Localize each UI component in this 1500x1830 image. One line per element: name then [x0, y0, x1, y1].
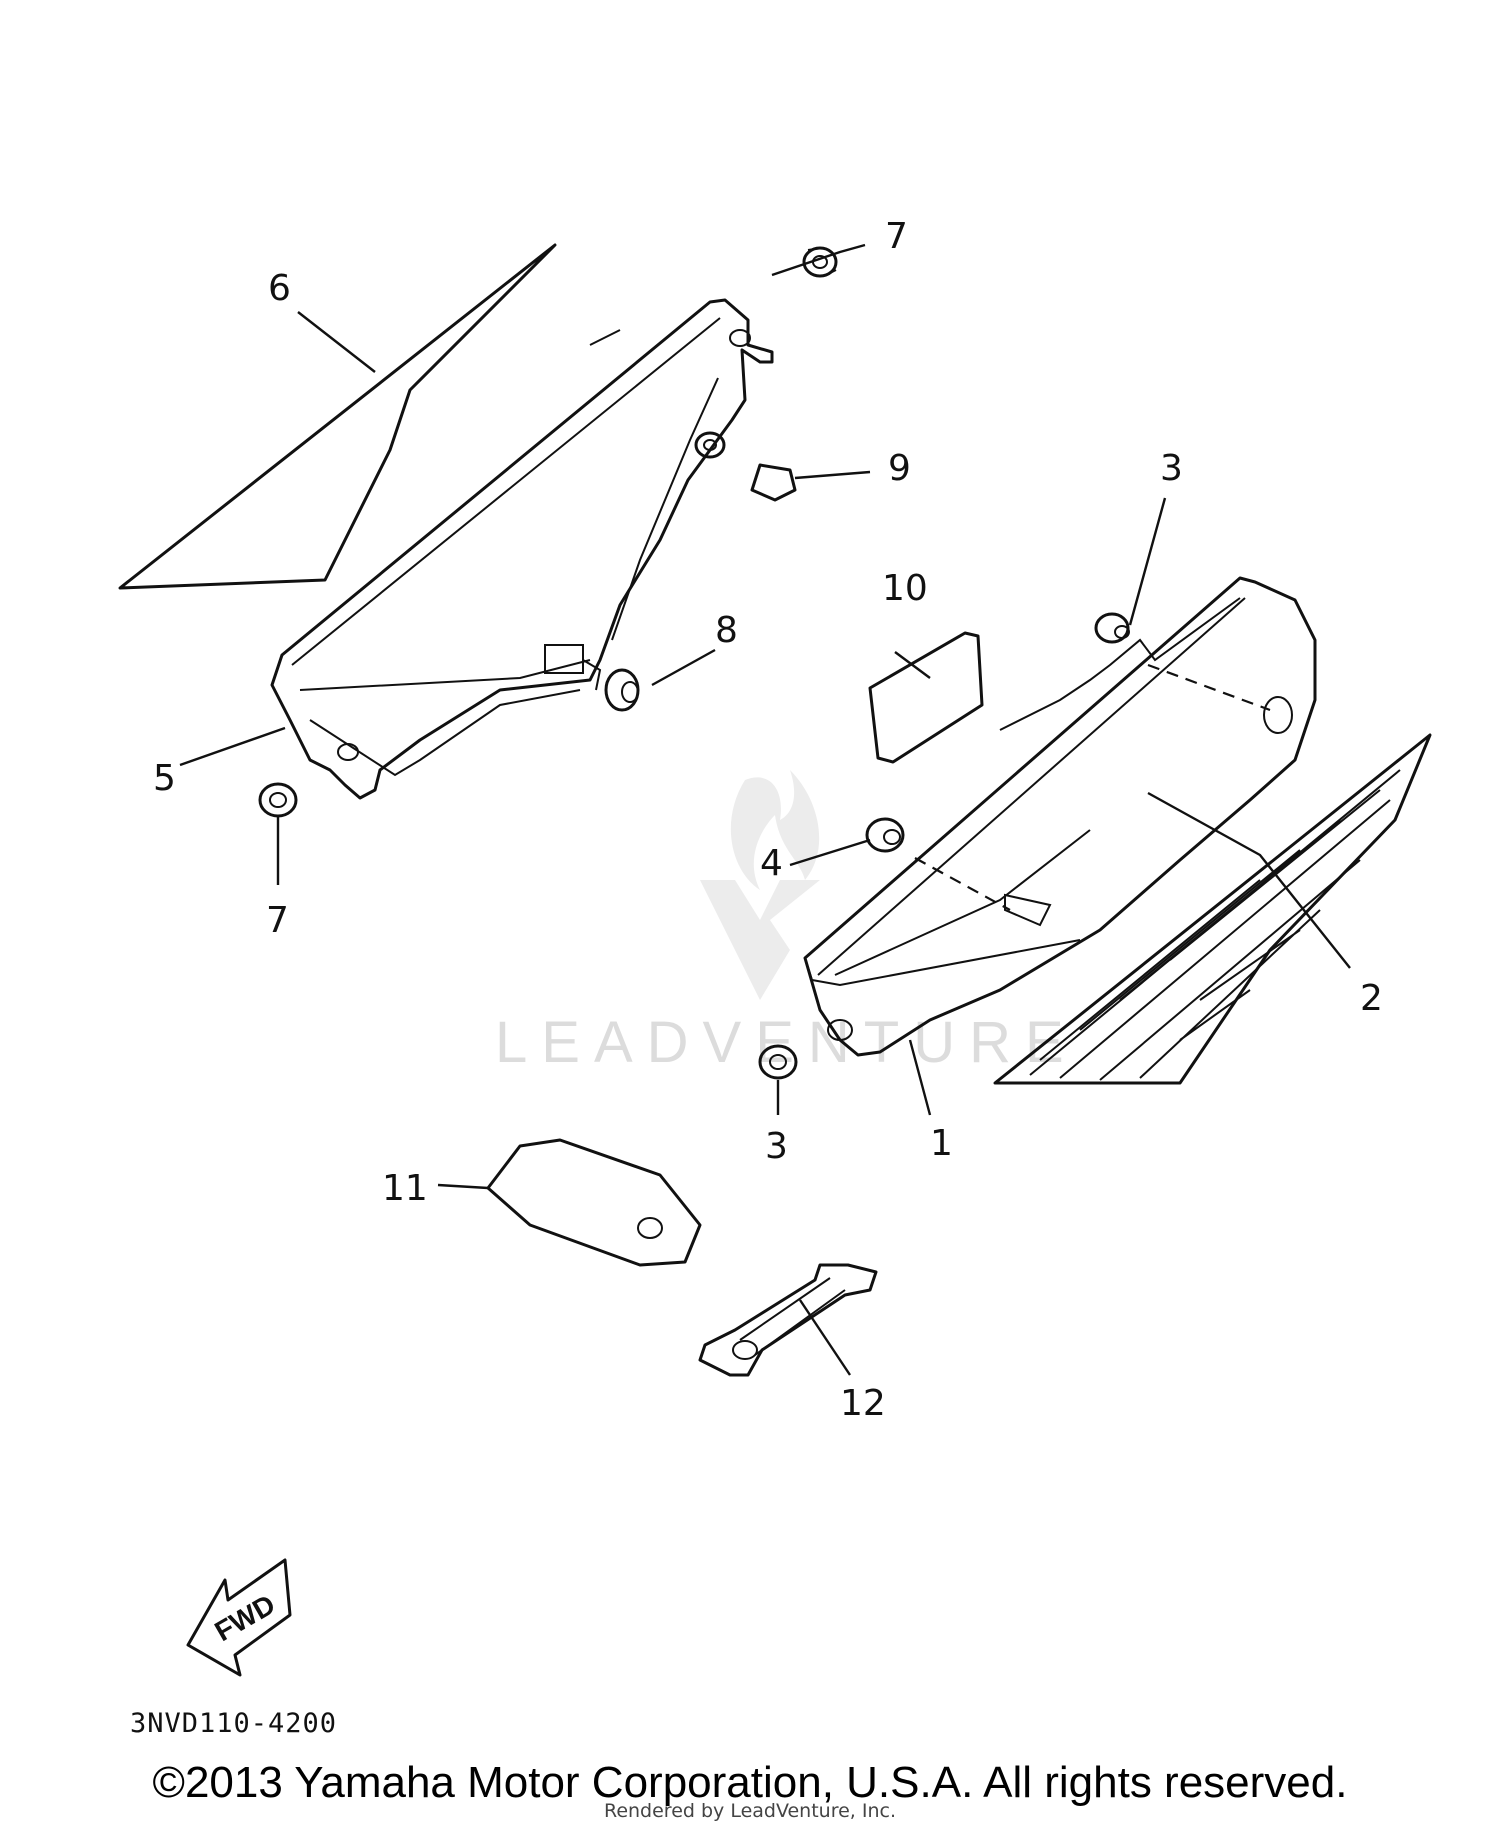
copyright-notice: ©2013 Yamaha Motor Corporation, U.S.A. A…: [152, 1758, 1348, 1807]
part-11-pad: [486, 1138, 702, 1267]
callout-7-bottom: 7: [266, 900, 289, 941]
part-7-grommet-bottom: [258, 782, 298, 818]
callout-7-top: 7: [885, 216, 908, 257]
callout-2: 2: [1360, 978, 1383, 1019]
part-2-emblem: [993, 733, 1432, 1085]
part-12-strap: [698, 1263, 878, 1377]
part-7-grommet-top: [802, 246, 838, 278]
fwd-label: FWD: [210, 1588, 281, 1647]
callout-labels: 6 7 9 8 5 7 10 3 4 2 3 1 11 12: [153, 216, 1383, 1424]
fwd-arrow: FWD: [186, 1558, 292, 1677]
callout-10: 10: [882, 568, 928, 609]
callout-6: 6: [268, 268, 291, 309]
callout-1: 1: [930, 1123, 953, 1164]
part-3-grommet-top: [1094, 612, 1130, 644]
callout-12: 12: [840, 1383, 886, 1424]
part-6-decal: [118, 243, 557, 590]
part-1-side-cover: [803, 576, 1317, 1057]
callout-3-top: 3: [1160, 448, 1183, 489]
callout-11: 11: [382, 1168, 428, 1209]
part-9-collar: [694, 431, 797, 502]
leadventure-watermark: LEADVENTURE: [495, 770, 1078, 1075]
part-4-grommet: [865, 817, 905, 853]
callout-8: 8: [715, 610, 738, 651]
rendered-by-notice: Rendered by LeadVenture, Inc.: [603, 1800, 897, 1822]
part-10-label: [868, 631, 984, 764]
callout-9: 9: [888, 448, 911, 489]
callout-3-bottom: 3: [765, 1126, 788, 1167]
watermark-text: LEADVENTURE: [495, 1010, 1078, 1075]
part-5-bracket: [270, 298, 774, 800]
callout-4: 4: [760, 843, 783, 884]
leader-lines: [179, 243, 1351, 1376]
diagram-reference: 3NVD110-4200: [130, 1708, 337, 1739]
part-3-grommet-bottom: [758, 1044, 798, 1080]
callout-5: 5: [153, 758, 176, 799]
part-8-grommet: [604, 668, 640, 712]
